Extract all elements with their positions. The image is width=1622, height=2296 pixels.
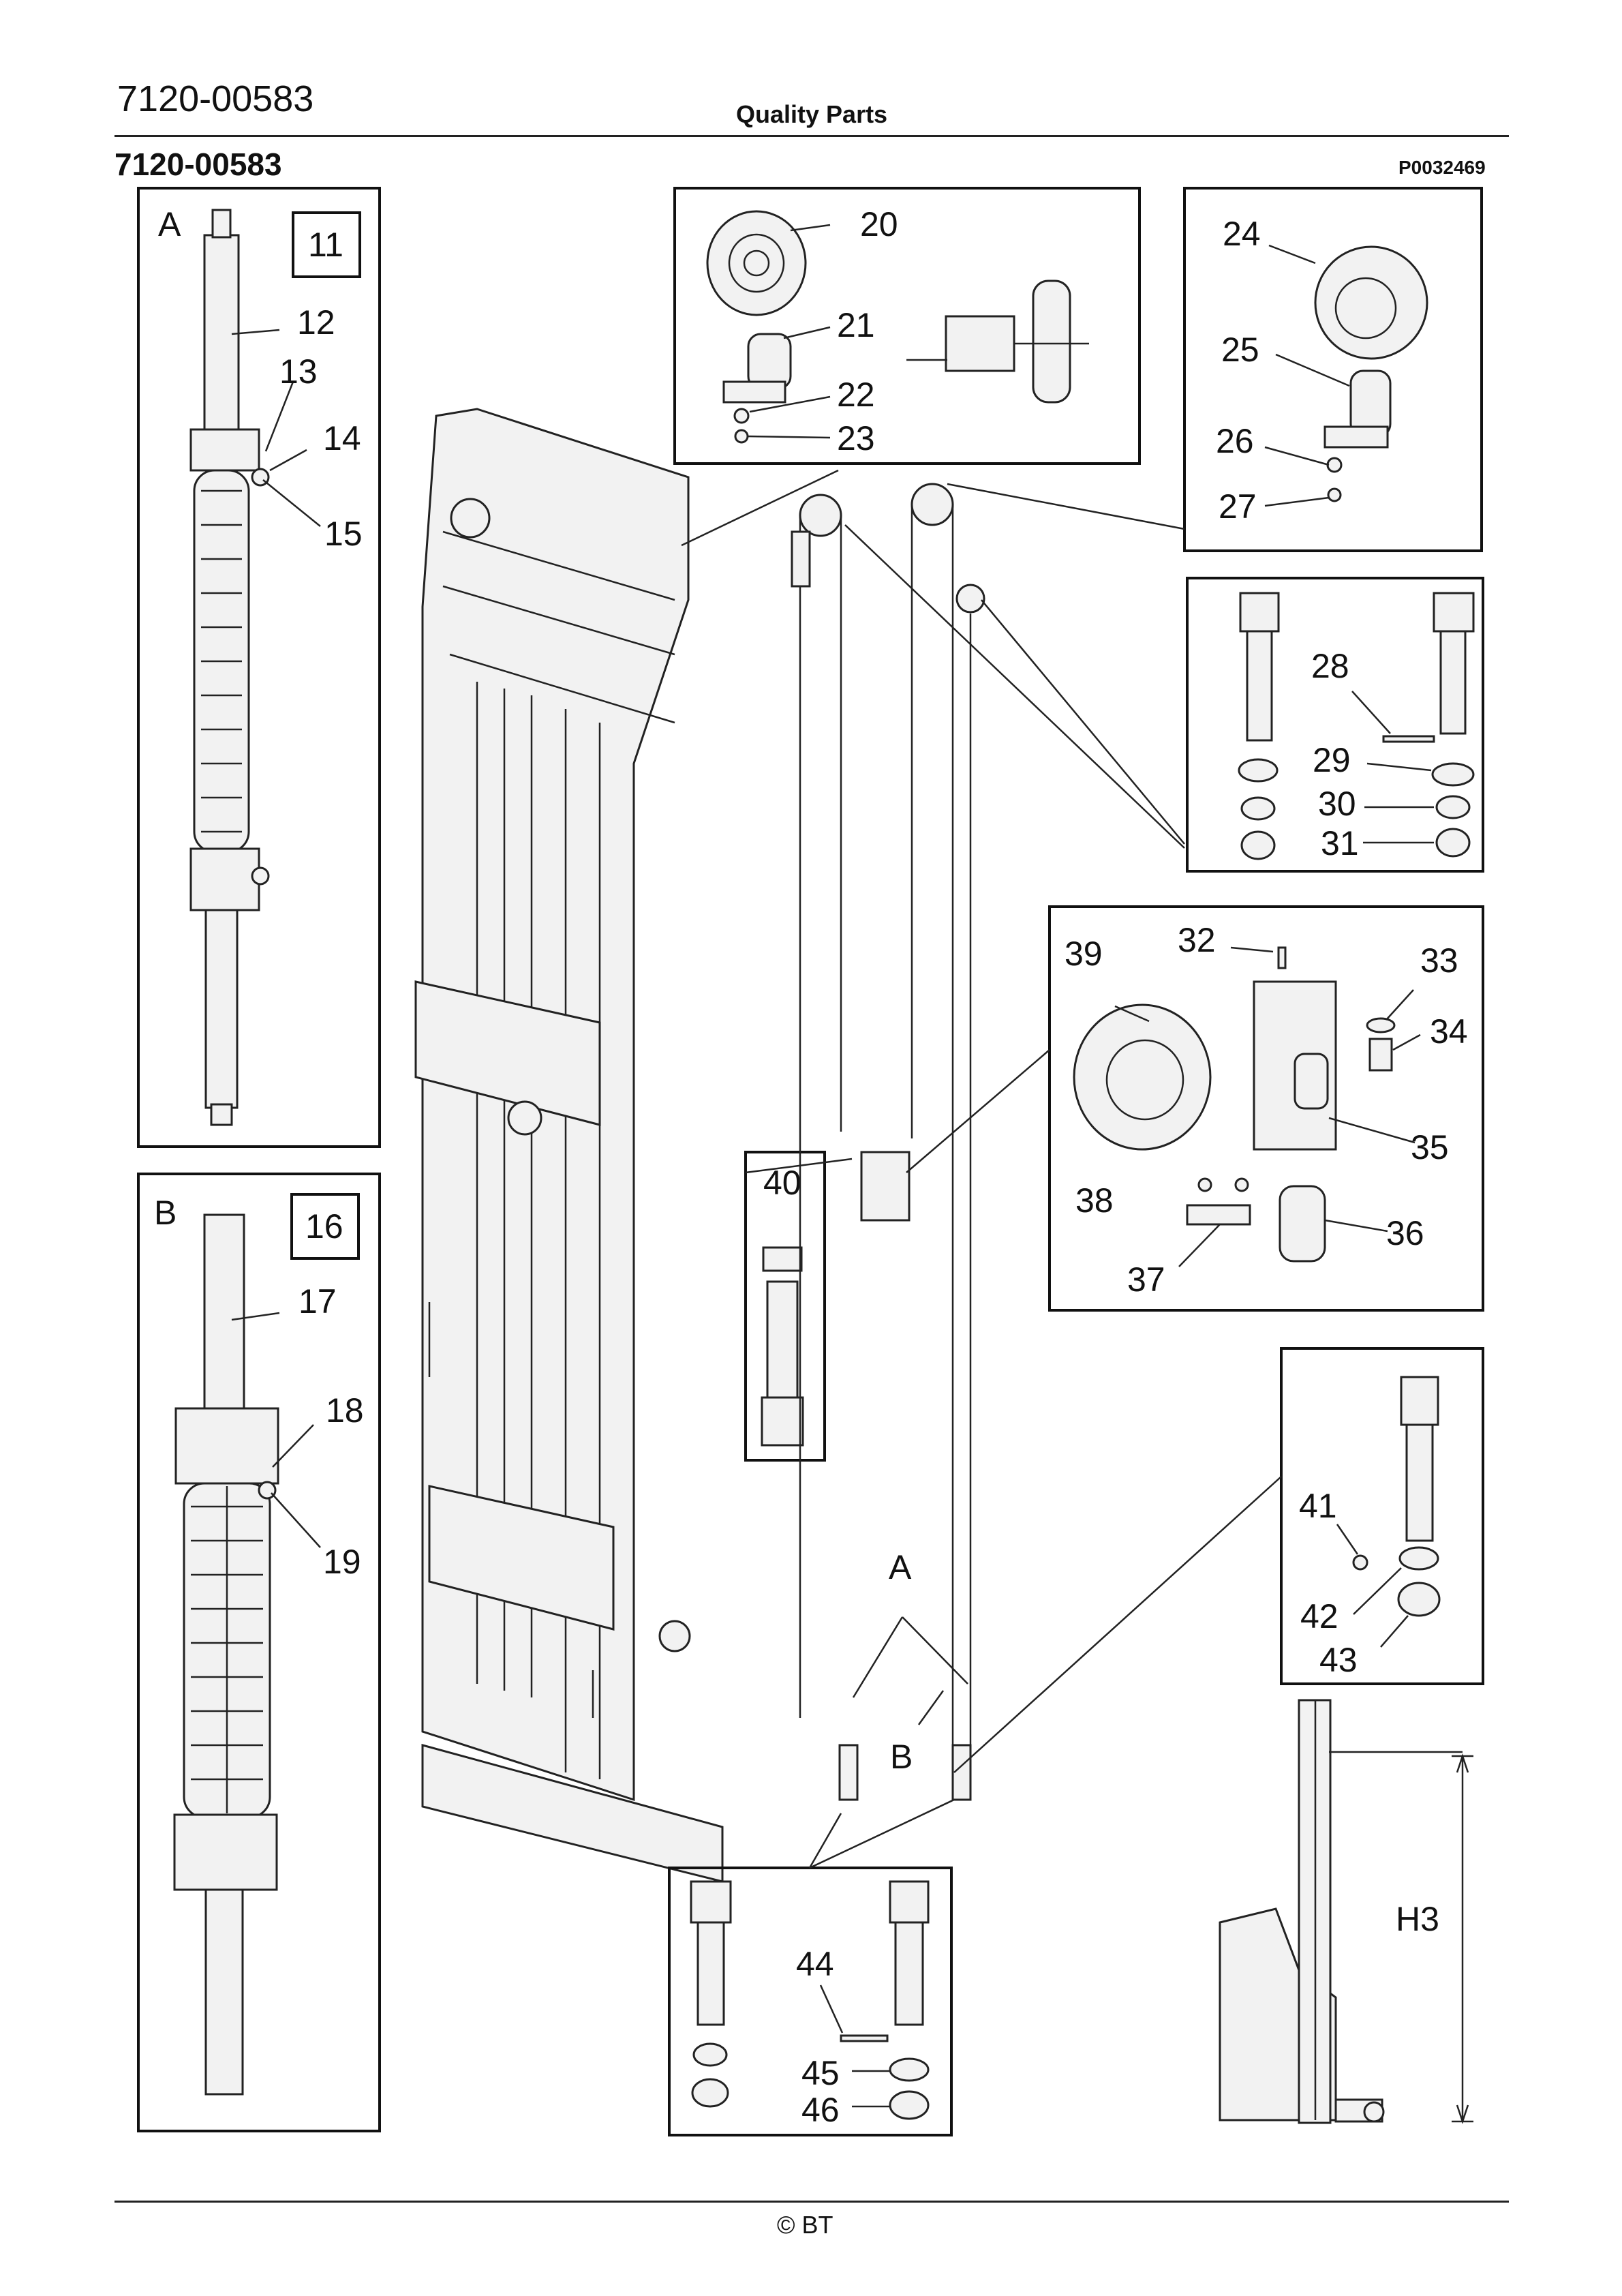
callout-45: 45 (801, 2054, 840, 2092)
nut-43 (1397, 1582, 1441, 1617)
callout-23: 23 (837, 419, 875, 457)
chain-runs: A B (681, 469, 1282, 1869)
picture-number: P0032469 (1398, 157, 1486, 178)
callout-17: 17 (299, 1282, 337, 1320)
pin-32 (1277, 946, 1287, 969)
grease-nipple-34 (1368, 1038, 1393, 1072)
callout-22: 22 (837, 376, 875, 414)
axle-21 (747, 333, 792, 390)
anchor-bolt-lower-b (204, 1888, 244, 2096)
callout-B-top: B (154, 1194, 177, 1232)
callout-15: 15 (324, 515, 363, 553)
pulley-20 (706, 210, 807, 316)
nut-42 (1398, 1546, 1439, 1571)
screw-27 (1327, 487, 1342, 502)
leaf-chain-b (183, 1482, 271, 1819)
nut-31 (1435, 828, 1471, 858)
callout-12: 12 (297, 303, 335, 342)
header-rule (114, 135, 1509, 137)
callout-A-mid: A (889, 1548, 912, 1586)
washer-29 (1431, 762, 1475, 787)
callout-29: 29 (1313, 741, 1351, 779)
callout-34: 34 (1430, 1012, 1468, 1051)
plate-37 (1186, 1204, 1251, 1226)
callout-26: 26 (1216, 422, 1254, 460)
nut-45 (889, 2057, 930, 2082)
anchor-box-40: 40 (744, 1151, 826, 1462)
screw-23 (734, 429, 749, 444)
callout-30: 30 (1318, 785, 1356, 823)
callout-B-mid: B (890, 1738, 913, 1776)
callout-33: 33 (1420, 941, 1458, 980)
callout-A-top: A (158, 205, 181, 243)
split-pin-41 (1352, 1554, 1368, 1571)
callout-38: 38 (1075, 1181, 1114, 1220)
callout-16: 16 (305, 1207, 343, 1245)
mast-assembly (414, 408, 724, 1883)
callout-14: 14 (323, 419, 361, 457)
anchor-box-28-31: 28 29 30 31 (1186, 577, 1484, 873)
callout-20: 20 (860, 205, 898, 243)
callout-44: 44 (796, 1945, 834, 1983)
callout-31: 31 (1321, 824, 1359, 862)
washer-33 (1366, 1017, 1396, 1033)
callout-36: 36 (1386, 1214, 1424, 1252)
washer-22 (733, 408, 750, 424)
callout-18: 18 (326, 1391, 364, 1430)
anchor-bolt-upper-b (203, 1213, 245, 1421)
chain-anchor-block (189, 428, 260, 472)
pulley-box-20-23: 20 21 22 23 (673, 187, 1141, 465)
nut-30 (1435, 795, 1471, 819)
anchor-box-41-43: 41 42 43 (1280, 1347, 1484, 1685)
callout-19: 19 (323, 1543, 361, 1581)
callout-43: 43 (1319, 1641, 1358, 1679)
callout-39: 39 (1065, 935, 1103, 973)
anchor-bolt-left (1246, 630, 1273, 742)
panel-b-chain-assembly: B 16 17 18 19 (137, 1173, 381, 2132)
pulley-39 (1073, 1003, 1212, 1151)
callout-24: 24 (1223, 215, 1261, 253)
washer-26 (1326, 457, 1343, 473)
nut-40 (762, 1246, 803, 1272)
nut-46 (889, 2090, 930, 2120)
callout-41: 41 (1299, 1487, 1337, 1525)
truck-side-view: H3 (1219, 1699, 1473, 2124)
brand-title: Quality Parts (736, 100, 888, 128)
split-pin-44 (840, 2034, 889, 2042)
anchor-bolt-lower (204, 909, 239, 1109)
anchor-bolt-upper (203, 234, 240, 441)
callout-27: 27 (1219, 487, 1257, 526)
callout-11: 11 (308, 226, 343, 264)
pulley-24 (1314, 245, 1428, 360)
callout-42: 42 (1300, 1597, 1338, 1635)
pulley-box-24-27: 24 25 26 27 (1183, 187, 1483, 552)
copyright: © BT (777, 2211, 833, 2239)
anchor-box-44-46: 44 45 46 (668, 1867, 953, 2136)
callout-35: 35 (1411, 1128, 1449, 1166)
screw-38 (1197, 1177, 1212, 1192)
callout-13: 13 (279, 352, 318, 391)
callout-H3: H3 (1396, 1900, 1439, 1938)
pulley-box-32-39: 32 33 34 35 36 37 38 39 (1048, 905, 1484, 1312)
panel-a-chain-assembly: A 11 12 13 14 15 (137, 187, 381, 1148)
split-pin-28 (1382, 735, 1435, 743)
anchor-bolt-right (1439, 630, 1467, 735)
axle-36 (1279, 1185, 1326, 1263)
leaf-chain-a (193, 469, 250, 854)
section-document-number: 7120-00583 (114, 147, 282, 182)
callout-46: 46 (801, 2091, 840, 2129)
callout-28: 28 (1311, 647, 1349, 685)
footer-rule (114, 2201, 1509, 2203)
callout-25: 25 (1221, 331, 1259, 369)
callout-32: 32 (1178, 921, 1216, 959)
document-number: 7120-00583 (117, 78, 314, 119)
callout-21: 21 (837, 306, 875, 344)
callout-37: 37 (1127, 1260, 1165, 1299)
